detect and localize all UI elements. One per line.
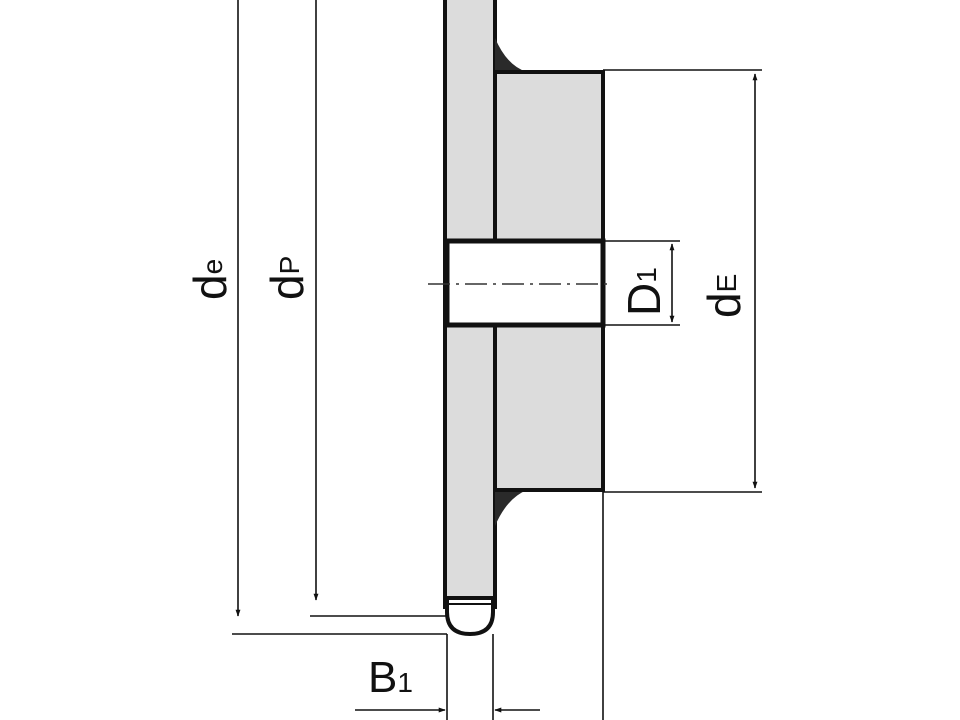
svg-text:dE: dE: [698, 274, 750, 318]
d1-main: D: [618, 283, 670, 316]
b1-main: B: [368, 653, 397, 702]
svg-text:B1: B1: [368, 653, 413, 702]
svg-text:de: de: [184, 259, 236, 300]
bore: [444, 238, 606, 328]
dim-dE: dE: [698, 73, 758, 489]
dim-b1: B1: [355, 653, 540, 713]
de-sub: e: [197, 259, 228, 275]
b1-sub: 1: [397, 667, 413, 698]
dE-sub: E: [711, 274, 742, 293]
hub-fillets: [495, 38, 527, 526]
dp-sub: P: [274, 256, 305, 275]
dim-d1: D1: [618, 243, 675, 323]
svg-text:dP: dP: [261, 256, 313, 300]
dim-dp: dP: [261, 0, 319, 601]
dE-main: d: [698, 292, 750, 318]
d1-sub: 1: [631, 267, 662, 283]
svg-text:D1: D1: [618, 267, 670, 316]
extension-lines: [232, 69, 762, 720]
tooth-tip: [445, 596, 495, 637]
dim-de: de: [184, 0, 241, 617]
dp-main: d: [261, 274, 313, 300]
de-main: d: [184, 274, 236, 300]
